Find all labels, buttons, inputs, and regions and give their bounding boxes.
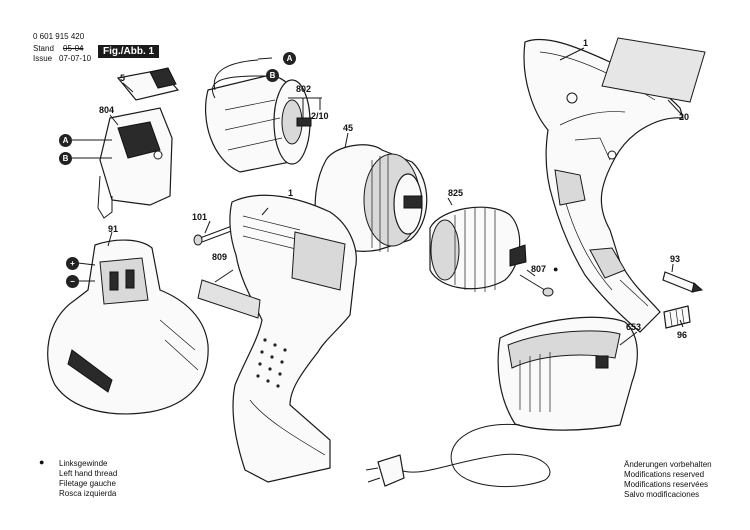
legend-right-line-3: Modifications reservées bbox=[624, 480, 709, 489]
battery-charger bbox=[365, 316, 638, 487]
connector-a-switch: A bbox=[59, 134, 72, 147]
connector-b-switch: B bbox=[59, 152, 72, 165]
part-label-101: 101 bbox=[192, 212, 208, 222]
stand-value: 05-04 bbox=[63, 44, 84, 53]
battery-minus-icon: − bbox=[66, 275, 79, 288]
issue-value: 07-07-10 bbox=[59, 54, 92, 63]
part-label-802: 802 bbox=[296, 84, 312, 94]
part-label-825: 825 bbox=[448, 188, 464, 198]
legend-left-line-1: Linksgewinde bbox=[59, 459, 108, 468]
legend-left-line-3: Filetage gauche bbox=[59, 479, 116, 488]
figure-label: Fig./Abb. 1 bbox=[98, 45, 160, 58]
part-label-653: 653 bbox=[626, 322, 642, 332]
legend-right-line-4: Salvo modificaciones bbox=[624, 490, 700, 499]
left-hand-thread-dot-icon: ● bbox=[553, 264, 559, 274]
part-label-5: 5 bbox=[120, 73, 126, 83]
part-label-96: 96 bbox=[677, 330, 688, 340]
part-label-1-mid: 1 bbox=[288, 188, 294, 198]
legend-right-line-1: Änderungen vorbehalten bbox=[624, 460, 712, 469]
part-label-20: 20 bbox=[679, 112, 690, 122]
part-label-804: 804 bbox=[99, 105, 115, 115]
bit-holder bbox=[663, 305, 691, 329]
part-label-45: 45 bbox=[343, 123, 354, 133]
legend-left-line-4: Rosca izquierda bbox=[59, 489, 117, 498]
left-thread-screw bbox=[519, 274, 554, 297]
part-label-807: 807 bbox=[531, 264, 547, 274]
connector-b-motor: B bbox=[266, 69, 279, 82]
part-label-93: 93 bbox=[670, 254, 681, 264]
grip-strip bbox=[197, 279, 261, 319]
part-label-2-10: 2/10 bbox=[311, 111, 329, 121]
battery-plus-icon: + bbox=[66, 257, 79, 270]
legend-left-marker: ● bbox=[39, 457, 45, 467]
keyless-chuck bbox=[429, 206, 527, 292]
part-label-809: 809 bbox=[212, 252, 228, 262]
nameplate-label bbox=[601, 37, 706, 103]
issue-label: Issue bbox=[33, 54, 53, 63]
grip-dots bbox=[256, 338, 287, 388]
screwdriver-bit bbox=[662, 271, 704, 293]
connector-a-motor: A bbox=[283, 52, 296, 65]
motor bbox=[204, 59, 312, 173]
switch-assembly bbox=[77, 67, 180, 219]
legend-left-line-2: Left hand thread bbox=[59, 469, 118, 478]
part-label-91: 91 bbox=[108, 224, 119, 234]
part-number: 0 601 915 420 bbox=[33, 32, 85, 41]
housing-half-left bbox=[229, 194, 357, 483]
housing-screw bbox=[193, 225, 235, 246]
stand-label: Stand bbox=[33, 44, 54, 53]
housing-half-right bbox=[523, 38, 684, 333]
part-label-1-top: 1 bbox=[583, 38, 589, 48]
leader-lines bbox=[72, 47, 684, 346]
battery-pack bbox=[47, 239, 209, 415]
legend-right-line-2: Modifications reserved bbox=[624, 470, 705, 479]
